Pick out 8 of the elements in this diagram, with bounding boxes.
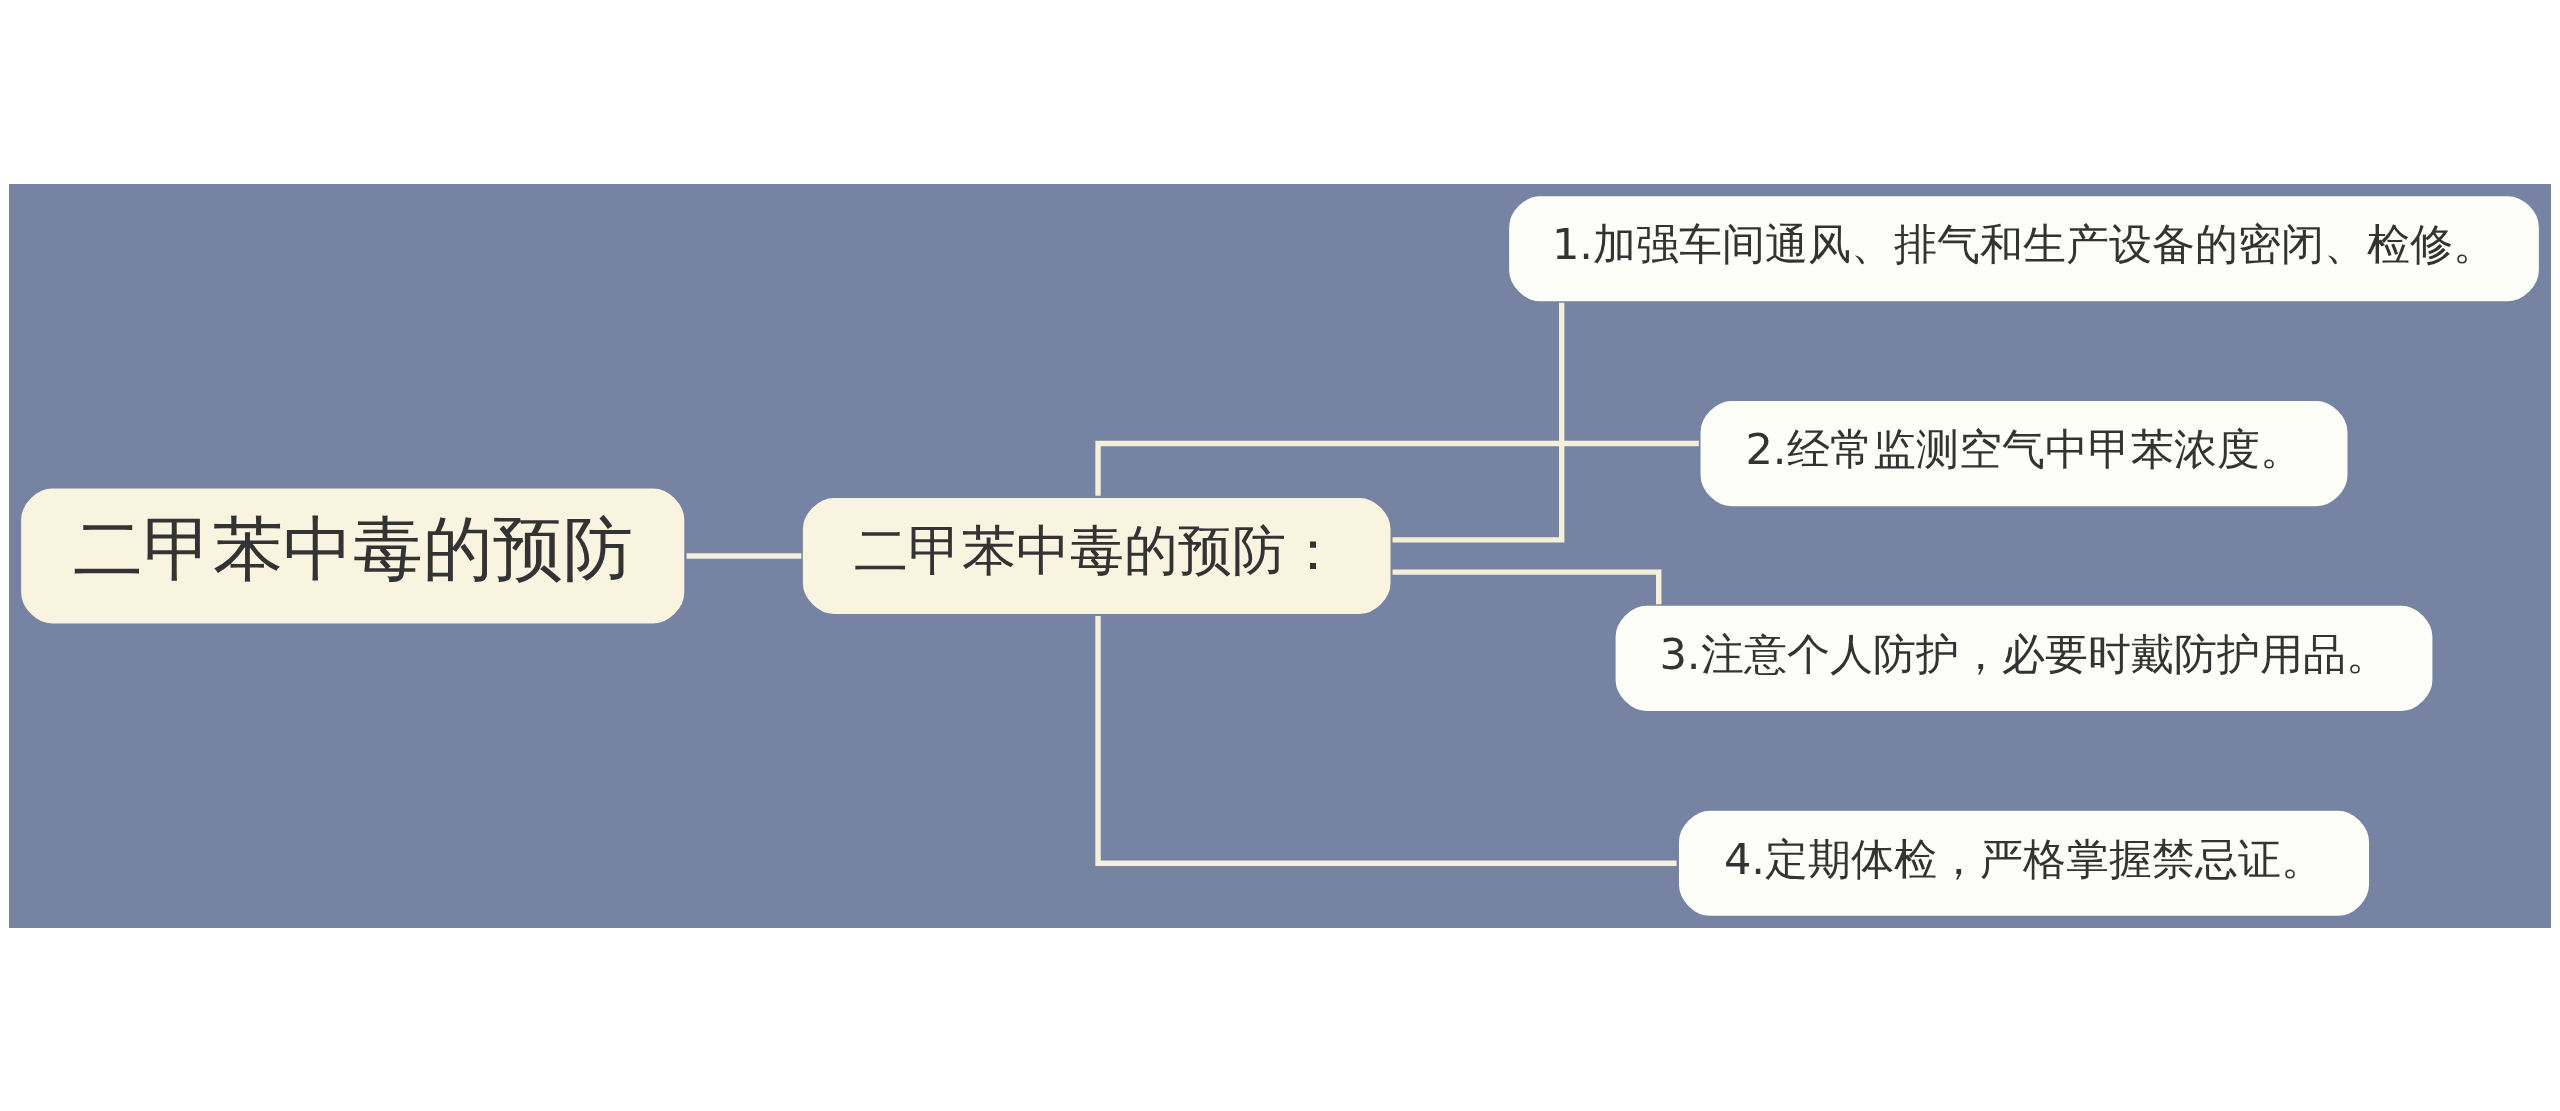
node-box: 3.注意个人防护，必要时戴防护用品。 [1612, 602, 2436, 714]
connector [1392, 302, 1565, 543]
node-box: 二甲苯中毒的预防 [18, 485, 687, 626]
connector [1095, 440, 1699, 496]
connector [1392, 568, 1662, 604]
connector [686, 552, 802, 559]
node-box: 4.定期体检，严格掌握禁忌证。 [1676, 807, 2372, 919]
connector [1095, 615, 1677, 866]
